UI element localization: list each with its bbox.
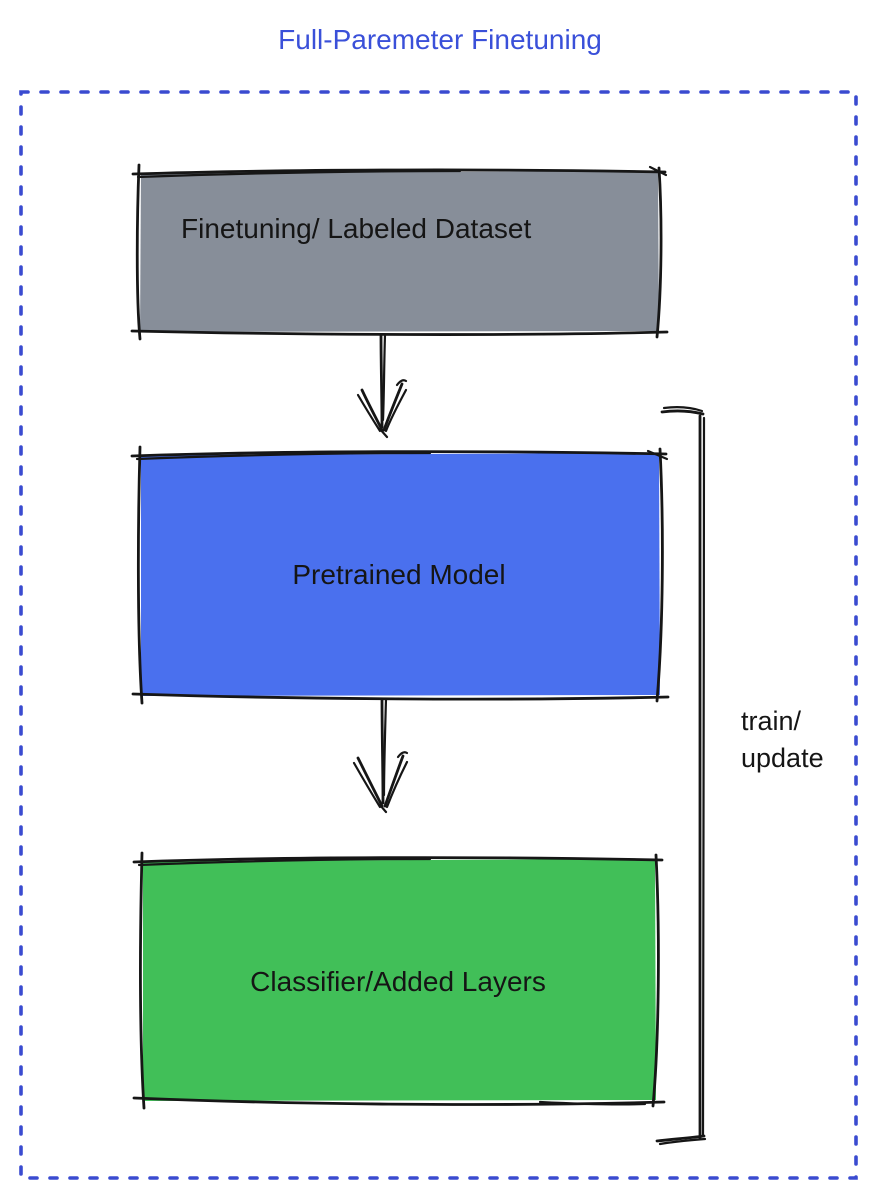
arrow-down-icon [352, 697, 409, 814]
box-classifier-added-layers-fill [143, 859, 656, 1101]
box-label-finetuning-dataset: Finetuning/ Labeled Dataset [181, 213, 532, 244]
box-label-classifier-added-layers: Classifier/Added Layers [250, 966, 546, 997]
bracket-label-line2: update [741, 743, 824, 773]
arrow-down-icon [356, 333, 408, 439]
bracket-label-line1: train/ [741, 706, 802, 736]
box-classifier-added-layers [132, 851, 666, 1110]
box-finetuning-dataset-fill [140, 171, 659, 332]
bracket-label: train/ update [741, 703, 824, 777]
diagram-title: Full-Paremeter Finetuning [278, 24, 602, 55]
box-pretrained-model-fill [141, 453, 660, 696]
dotted-boundary [19, 90, 858, 1180]
box-label-pretrained-model: Pretrained Model [292, 559, 506, 590]
train-update-bracket [655, 406, 707, 1146]
box-pretrained-model [130, 445, 670, 705]
box-finetuning-dataset [130, 163, 669, 341]
